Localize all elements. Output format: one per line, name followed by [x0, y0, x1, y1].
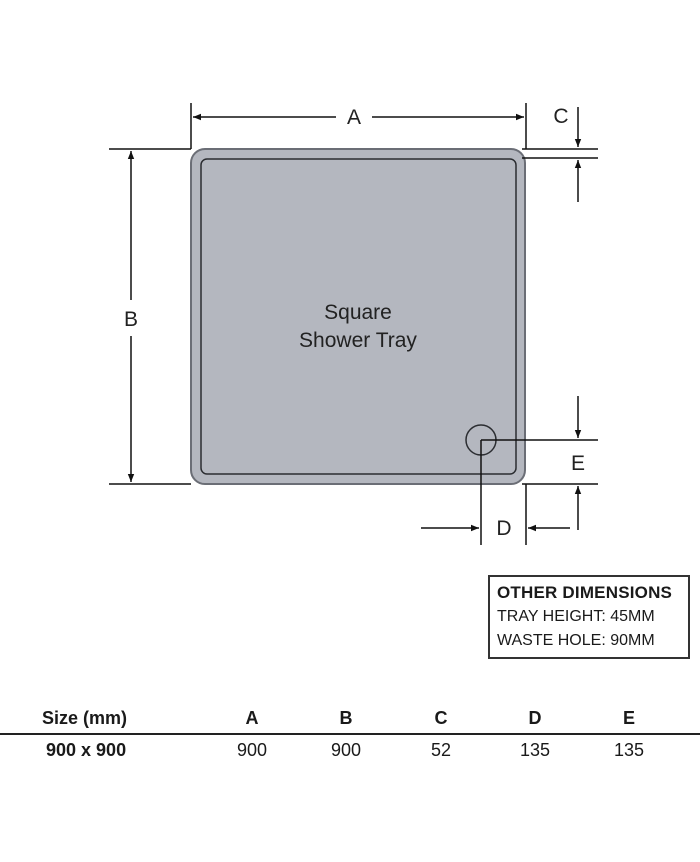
shower-tray-diagram: Square Shower Tray A B C E D — [109, 103, 598, 545]
dimension-d — [421, 440, 570, 545]
other-dimensions-box: OTHER DIMENSIONS TRAY HEIGHT: 45MM WASTE… — [488, 575, 690, 659]
header-size: Size (mm) — [42, 708, 128, 728]
label-b: B — [124, 308, 138, 331]
tray-label-line2: Shower Tray — [299, 329, 417, 352]
table-header-row: Size (mm) A B C D E — [0, 703, 700, 733]
cell-d: 135 — [519, 740, 551, 760]
dimension-a — [190, 103, 527, 149]
cell-e: 135 — [613, 740, 645, 760]
tray-outer — [190, 148, 526, 485]
cell-size: 900 x 900 — [46, 740, 127, 760]
dimension-c — [522, 107, 598, 202]
waste-hole-text: WASTE HOLE: 90MM — [497, 632, 655, 649]
cell-b: 900 — [330, 740, 362, 760]
size-table: Size (mm) A B C D E 900 x 900 900 900 52… — [0, 703, 700, 765]
dimension-b — [109, 148, 191, 485]
tray-inner — [200, 158, 517, 475]
cell-a: 900 — [236, 740, 268, 760]
table-divider — [0, 733, 700, 735]
label-e: E — [571, 452, 585, 475]
tray-label-line1: Square — [324, 301, 392, 324]
header-d: D — [528, 708, 542, 728]
header-a: A — [245, 708, 259, 728]
header-c: C — [434, 708, 448, 728]
label-a: A — [347, 106, 361, 129]
tray-height-text: TRAY HEIGHT: 45MM — [497, 608, 655, 625]
header-b: B — [339, 708, 353, 728]
label-d: D — [496, 517, 511, 540]
dimension-e — [481, 396, 598, 530]
header-e: E — [622, 708, 635, 728]
table-row: 900 x 900 900 900 52 135 135 — [0, 735, 700, 765]
other-dimensions-title: OTHER DIMENSIONS — [497, 583, 673, 602]
label-c: C — [553, 105, 568, 128]
cell-c: 52 — [430, 740, 452, 760]
